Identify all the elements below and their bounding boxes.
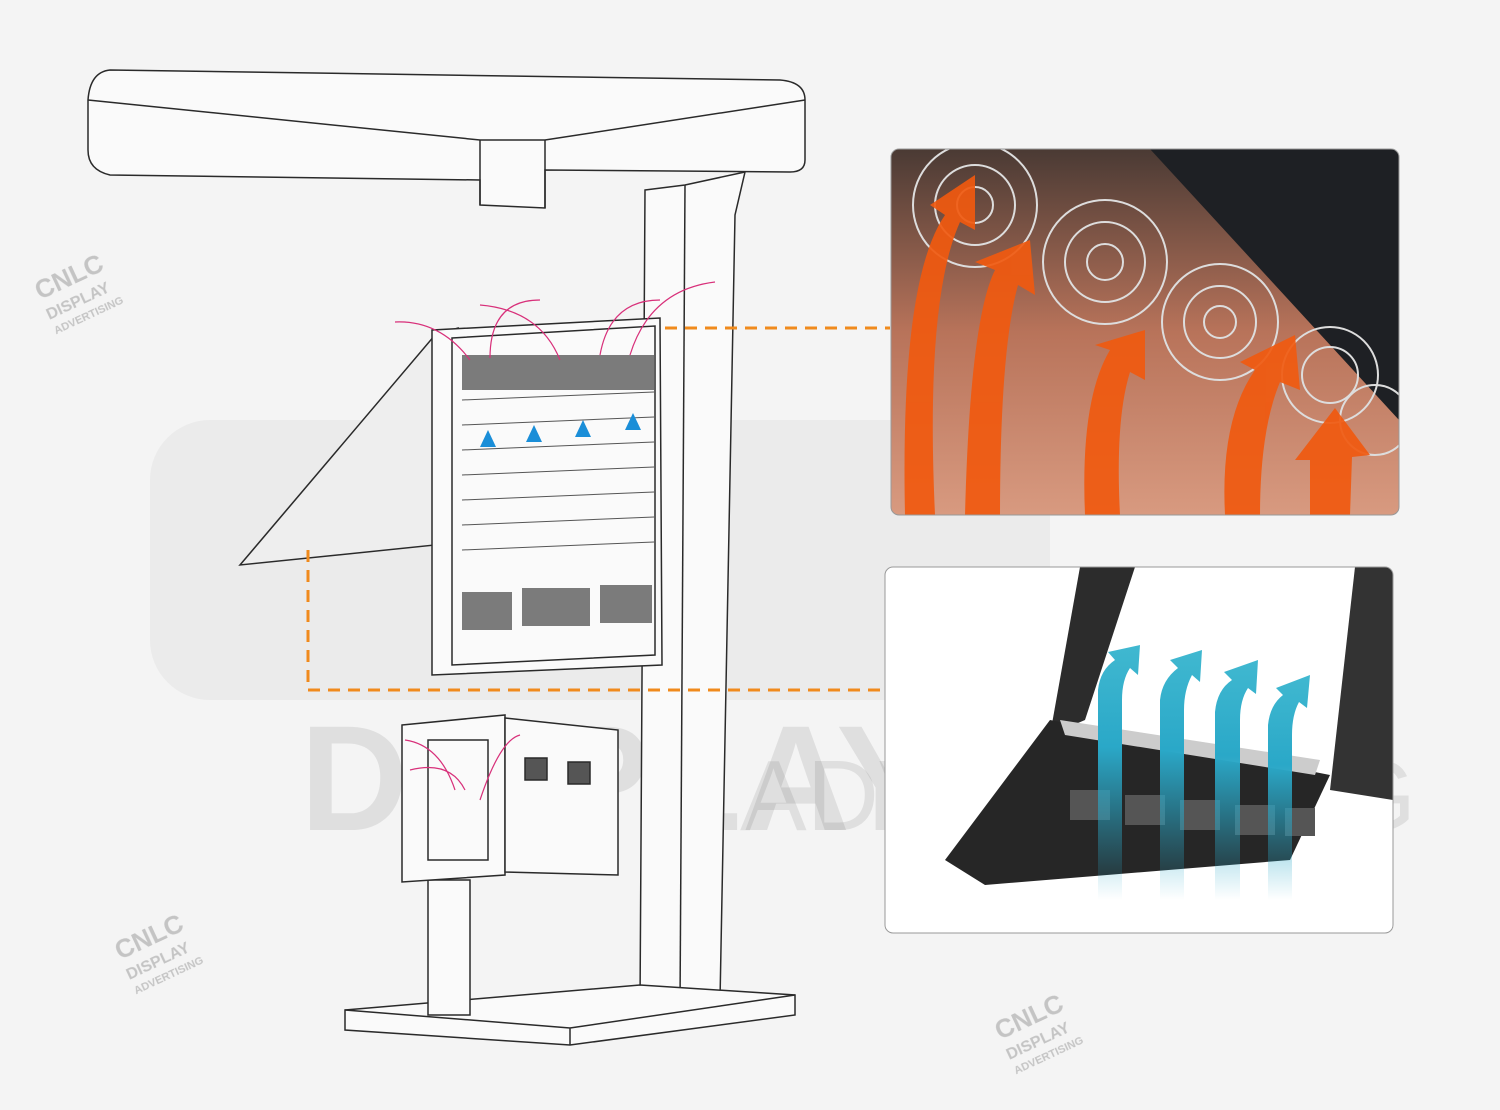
cabinet-door [504,717,619,876]
exhaust-fans-photo [890,148,1400,516]
intake-airflow-arrows [480,413,641,500]
callout-connectors [306,326,890,692]
cool-air-arrows [1098,645,1310,900]
cabinet-post [427,879,471,1016]
bottom-intake-fans-photo [884,566,1394,934]
hot-air-arrows [904,175,1370,515]
exhaust-airflow-curves [394,281,716,801]
cabinet-fan-icon [524,757,548,781]
kiosk-line-drawing [87,69,806,1046]
cabinet-fan-icon [567,761,591,785]
base-plate [344,984,796,1046]
